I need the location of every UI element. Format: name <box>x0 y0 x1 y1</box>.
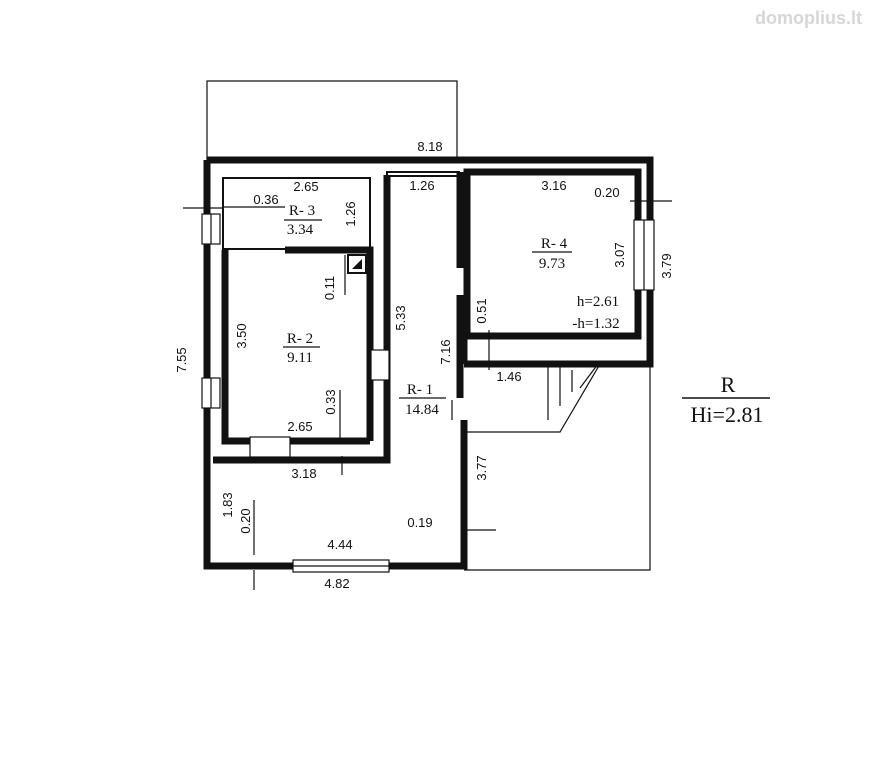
dim-r2-offset: 0.33 <box>323 389 338 414</box>
corridor-top <box>386 171 460 177</box>
dim-r4-inner-height: 3.07 <box>612 242 627 267</box>
room-r2-area: 9.11 <box>287 350 313 366</box>
dim-r4-width: 3.16 <box>541 178 566 193</box>
doorway-r2 <box>370 349 390 381</box>
upper-extension-outline <box>206 80 458 160</box>
dim-r4-offset: 0.20 <box>594 185 619 200</box>
stair-outline <box>466 363 602 433</box>
room-r3-name: R- 3 <box>289 203 315 219</box>
exterior-terrace-outline <box>464 364 651 571</box>
stair-steps <box>547 363 599 420</box>
dim-r2-width: 2.65 <box>287 419 312 434</box>
dim-r1-right-offset: 0.19 <box>407 515 432 530</box>
chimney-fill <box>352 259 362 269</box>
dim-r4-outer-height: 3.79 <box>659 253 674 278</box>
dim-left-height: 7.55 <box>174 347 189 372</box>
room-r3-area: 3.34 <box>287 222 314 238</box>
doorway-r1 <box>249 436 291 458</box>
dim-r1-left-height: 1.83 <box>220 492 235 517</box>
room-r4-area: 9.73 <box>539 256 565 272</box>
legend-letter: R <box>721 372 736 397</box>
dim-r3-width: 2.65 <box>293 179 318 194</box>
dim-corridor-width: 1.26 <box>409 178 434 193</box>
dim-r1-left-offset: 0.20 <box>238 508 253 533</box>
legend-height: Hi=2.81 <box>691 402 764 427</box>
dim-side-height: 3.77 <box>474 455 489 480</box>
dim-r3-offset: 0.36 <box>253 192 278 207</box>
dim-r2-height: 3.50 <box>234 323 249 348</box>
outer-wall-left-bottom <box>203 160 468 570</box>
corridor-left-wall <box>213 175 391 464</box>
dim-stair-width: 1.46 <box>496 369 521 384</box>
room-r1-name: R- 1 <box>407 382 433 398</box>
dim-r3-height: 1.26 <box>343 201 358 226</box>
dim-r2-wall: 0.11 <box>322 276 337 300</box>
room-r2-left-bottom-wall <box>221 250 370 445</box>
dim-corridor-length: 5.33 <box>393 305 408 330</box>
dim-overall-width: 8.18 <box>417 139 442 154</box>
room-r4-neg-height: -h=1.32 <box>572 316 619 332</box>
dim-r1-top-width: 3.18 <box>291 466 316 481</box>
room-r2-right-wall <box>285 246 374 441</box>
dim-r1-inner-width: 4.44 <box>327 537 352 552</box>
room-r4-height: h=2.61 <box>577 294 619 310</box>
room-r2-name: R- 2 <box>287 331 313 347</box>
dim-bottom-width: 4.82 <box>324 576 349 591</box>
dim-r1-length: 7.16 <box>438 339 453 364</box>
watermark: domoplius.lt <box>755 8 862 28</box>
room-r4-name: R- 4 <box>541 236 568 252</box>
room-r1-area: 14.84 <box>405 402 439 418</box>
dim-step-height: 0.51 <box>474 298 489 323</box>
